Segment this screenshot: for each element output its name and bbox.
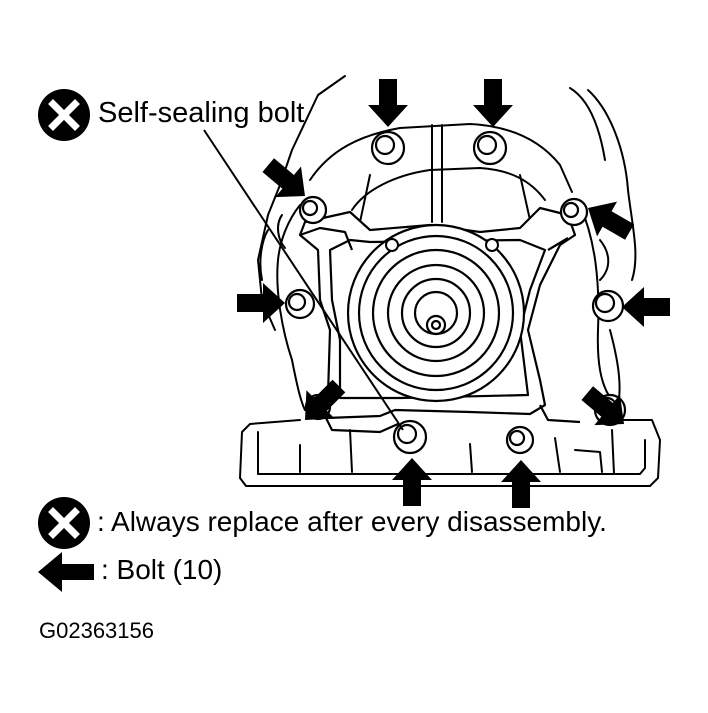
bolt-head — [505, 425, 535, 455]
bolt-arrow — [473, 79, 513, 127]
x-circle-icon — [38, 89, 90, 141]
left-arrow-icon — [38, 552, 94, 592]
callout-leader-line — [203, 129, 404, 431]
bolt-head — [284, 288, 316, 320]
bolt-head — [559, 197, 589, 227]
bolt-arrow — [622, 287, 670, 327]
figure-code: G02363156 — [39, 618, 154, 643]
pump-rotor-housing — [346, 223, 526, 403]
bolt-arrow — [392, 458, 432, 506]
self-sealing-bolt-callout: Self-sealing bolt — [98, 97, 305, 129]
bolt-arrow — [501, 460, 541, 508]
bolt-head — [298, 195, 328, 225]
bolt-arrow — [368, 79, 408, 127]
bolt-head — [591, 289, 625, 323]
bolt-arrow — [578, 190, 640, 250]
dowel-holes — [385, 238, 499, 252]
bolt-head — [472, 130, 508, 166]
engine-block-outline — [239, 75, 661, 487]
bolt-head — [392, 419, 428, 455]
x-circle-icon — [38, 497, 90, 549]
bolt-head — [370, 130, 406, 166]
legend-bolt-text: : Bolt (10) — [101, 554, 223, 585]
legend-self-sealing-text: : Always replace after every disassembly… — [97, 506, 607, 537]
